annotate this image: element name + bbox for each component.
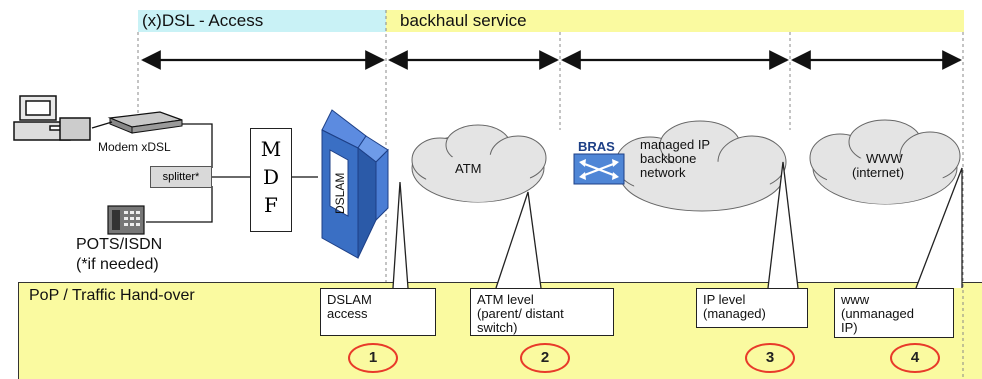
callout-box-1: DSLAM access <box>320 288 436 336</box>
callout-pointers <box>392 161 963 289</box>
callout-3-line-2: (managed) <box>703 306 766 321</box>
ip-cloud-label-2: backbone <box>640 151 697 166</box>
modem-icon <box>107 111 183 134</box>
access-band: (x)DSL - Access <box>138 10 386 32</box>
mdf-box: M D F <box>250 128 292 232</box>
mdf-letter-f: F <box>264 193 278 217</box>
backhaul-band-label: backhaul service <box>400 11 527 30</box>
access-band-label: (x)DSL - Access <box>142 11 264 30</box>
modem-label: Modem xDSL <box>98 140 171 154</box>
callout-pointer-3 <box>767 161 799 289</box>
bras-router-icon <box>573 153 625 185</box>
atm-cloud <box>411 124 547 203</box>
ip-cloud-label-1: managed IP <box>640 137 711 152</box>
handover-number-2: 2 <box>520 343 570 373</box>
dslam-label: DSLAM <box>333 173 347 214</box>
pop-title: PoP / Traffic Hand-over <box>29 287 195 304</box>
callout-box-2: ATM level (parent/ distant switch) <box>470 288 614 336</box>
telephone-icon <box>107 205 145 235</box>
ip-cloud-label-3: network <box>640 165 686 180</box>
mdf-letter-m: M <box>260 137 282 161</box>
callout-pointer-1 <box>392 181 409 289</box>
pots-note: (*if needed) <box>76 256 159 273</box>
www-cloud <box>809 119 961 205</box>
dslam-icon <box>321 109 389 259</box>
callout-pointer-2 <box>495 191 542 289</box>
callout-pointer-4 <box>915 167 963 289</box>
callout-4-line-3: IP) <box>841 320 858 335</box>
splitter-box: splitter* <box>150 166 212 188</box>
callout-1-line-1: DSLAM <box>327 292 372 307</box>
computer-icon <box>13 95 91 141</box>
bras-label: BRAS <box>578 139 615 154</box>
atm-cloud-label: ATM <box>455 161 482 176</box>
www-cloud-label-1: WWW <box>866 151 903 166</box>
handover-number-1: 1 <box>348 343 398 373</box>
callout-3-line-1: IP level <box>703 292 746 307</box>
pots-label: POTS/ISDN <box>76 236 163 253</box>
ip-cloud <box>615 120 787 212</box>
callout-box-3: IP level (managed) <box>696 288 808 328</box>
callout-4-line-1: www <box>841 292 870 307</box>
mdf-letter-d: D <box>262 165 280 189</box>
callout-1-line-2: access <box>327 306 368 321</box>
callout-2-line-1: ATM level <box>477 292 534 307</box>
callout-2-line-3: switch) <box>477 320 518 335</box>
www-cloud-label-2: (internet) <box>852 165 905 180</box>
handover-number-3: 3 <box>745 343 795 373</box>
wiring-lines <box>91 121 318 223</box>
separator-lines <box>137 10 964 378</box>
handover-number-4: 4 <box>890 343 940 373</box>
backhaul-band: backhaul service <box>386 10 964 32</box>
callout-2-line-2: (parent/ distant <box>477 306 564 321</box>
callout-4-line-2: (unmanaged <box>841 306 914 321</box>
callout-box-4: www (unmanaged IP) <box>834 288 954 338</box>
